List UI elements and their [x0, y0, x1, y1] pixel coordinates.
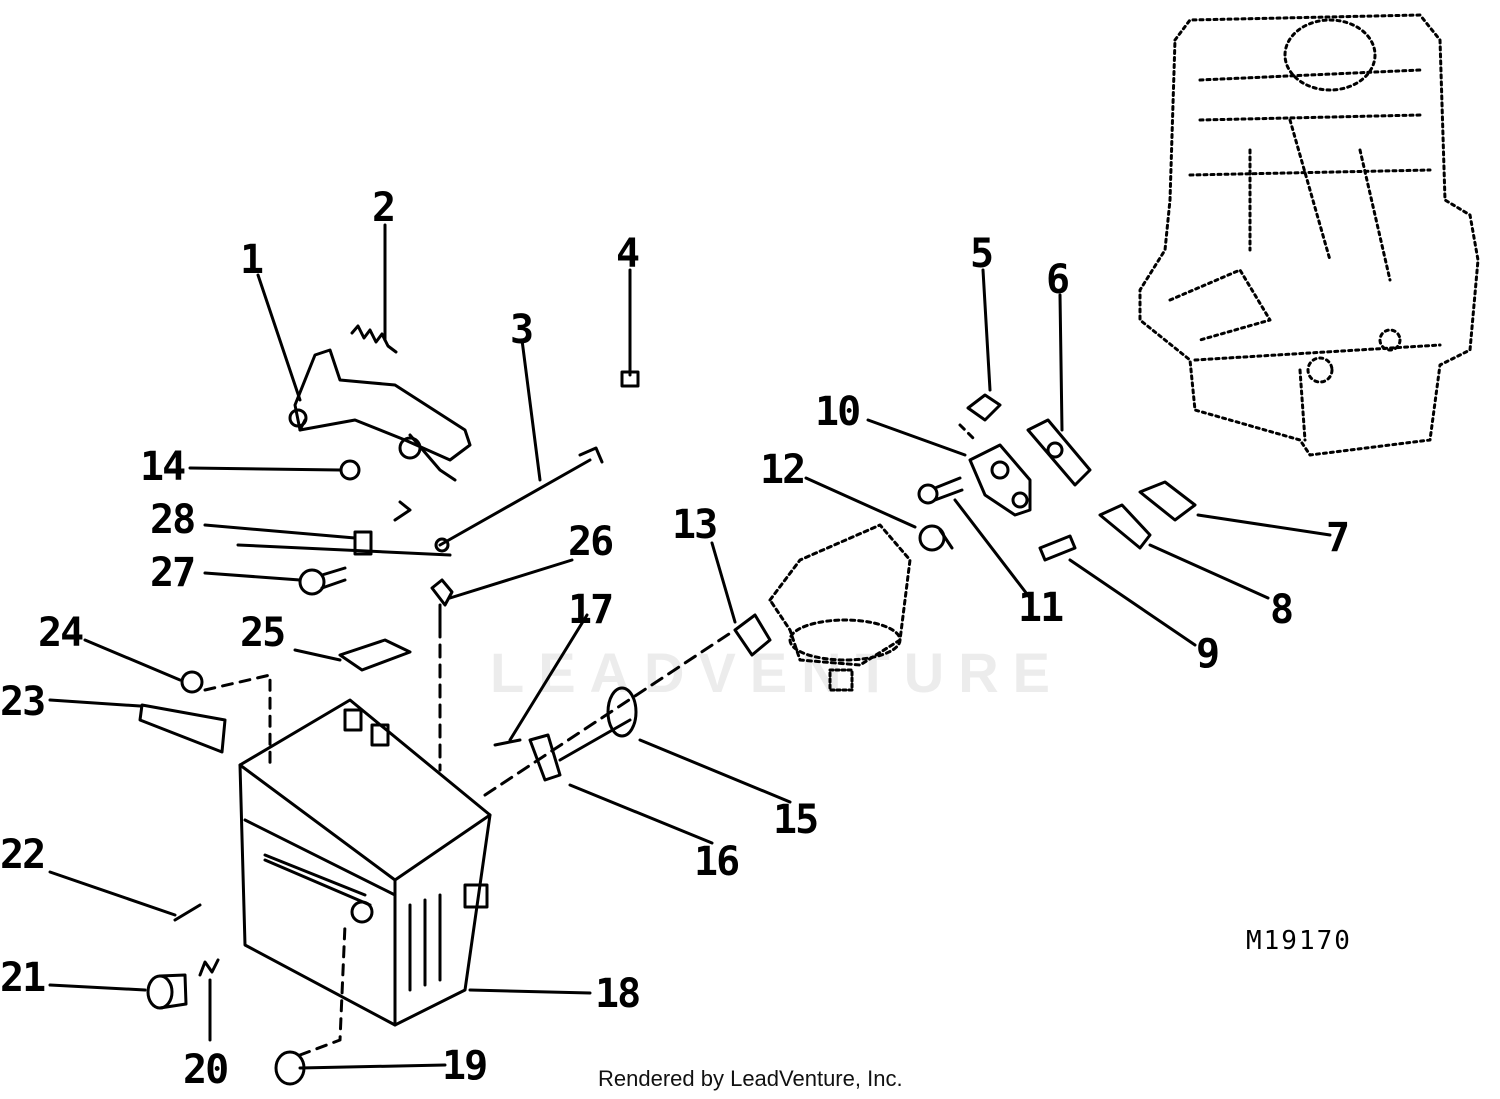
nut-12	[918, 524, 954, 552]
bolt-27	[298, 566, 347, 596]
callout-21: 21	[0, 955, 46, 1001]
callout-3: 3	[510, 307, 534, 353]
callout-10: 10	[815, 389, 861, 435]
callout-11: 11	[1018, 585, 1064, 631]
screw-26	[430, 578, 454, 627]
callout-9: 9	[1196, 631, 1220, 677]
callout-1: 1	[240, 237, 264, 283]
callout-20: 20	[183, 1047, 229, 1093]
spring	[350, 324, 398, 354]
callout-25: 25	[240, 610, 286, 656]
air-cleaner-box	[238, 698, 492, 1027]
plate-7	[1138, 480, 1197, 522]
callout-2: 2	[372, 185, 396, 231]
knob-21	[146, 973, 188, 1010]
callout-18: 18	[595, 971, 641, 1017]
callout-15: 15	[773, 797, 819, 843]
leader-lines	[48, 223, 1332, 1070]
callout-7: 7	[1326, 515, 1350, 561]
callout-26: 26	[568, 519, 614, 565]
callout-24: 24	[38, 610, 84, 656]
callout-6: 6	[1046, 257, 1070, 303]
watermark: LEADVENTURE	[490, 641, 1065, 704]
screw-17	[493, 738, 522, 747]
render-credit: Rendered by LeadVenture, Inc.	[598, 1066, 903, 1091]
callout-27: 27	[150, 550, 196, 596]
plug-9	[1038, 534, 1077, 562]
figure-id: M19170	[1246, 926, 1352, 956]
spring-20	[198, 958, 220, 977]
lever-16	[528, 718, 632, 782]
callout-19: 19	[442, 1043, 488, 1089]
element-23	[138, 703, 227, 754]
callout-23: 23	[0, 679, 46, 725]
knob-24	[180, 670, 204, 694]
plate-15	[606, 686, 638, 738]
callout-14: 14	[140, 444, 186, 490]
callout-17: 17	[568, 587, 614, 633]
callout-22: 22	[0, 832, 46, 878]
clip-25	[338, 638, 412, 672]
spring-28	[393, 500, 412, 522]
callout-5: 5	[970, 231, 994, 277]
block-10	[968, 443, 1032, 517]
screw-4	[620, 288, 640, 388]
screw-22	[173, 903, 202, 922]
gasket-6	[1026, 418, 1092, 487]
callout-13: 13	[672, 502, 718, 548]
callout-28: 28	[150, 497, 196, 543]
throttle-bracket	[288, 348, 472, 482]
washer-8	[1098, 503, 1152, 550]
callout-12: 12	[760, 447, 806, 493]
bolt-5	[966, 393, 1002, 422]
callout-4: 4	[616, 231, 640, 277]
engine-block	[1138, 13, 1480, 457]
governor-rod	[434, 446, 604, 553]
callout-8: 8	[1270, 587, 1294, 633]
callout-16: 16	[694, 839, 740, 885]
screw-11	[917, 476, 964, 505]
clip-28	[353, 530, 373, 556]
nut-14	[339, 459, 361, 481]
carburetor	[733, 523, 912, 692]
